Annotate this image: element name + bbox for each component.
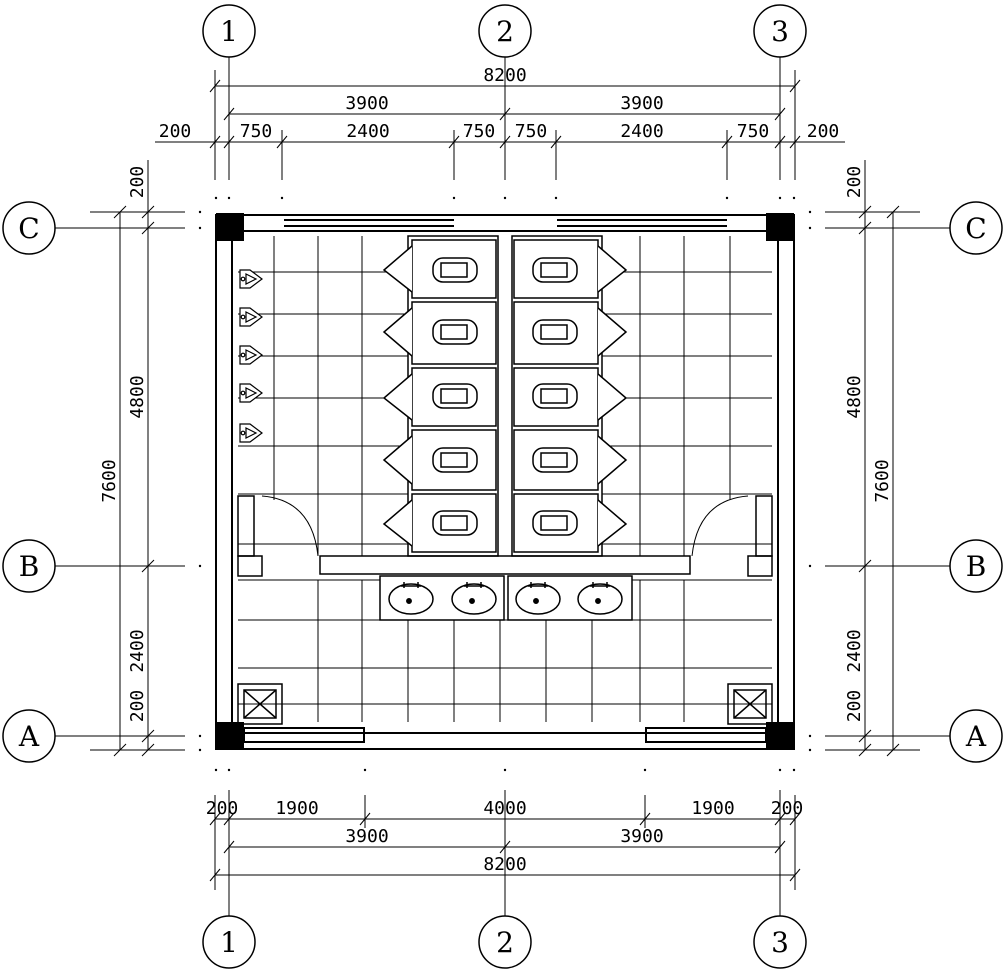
axis-label: C [965,212,986,245]
floor-tile-grid [238,236,772,722]
urinal [239,307,263,327]
squat-toilet [432,319,478,345]
wash-basin-counter [379,575,633,621]
squat-toilet [432,447,478,473]
urinal [239,269,263,289]
axis-label: B [966,550,987,583]
dim-bottom-bay-2: 3900 [620,826,663,847]
axis-bubble-bottom-1: 1 [202,915,256,969]
dim-top-total: 8200 [483,65,526,86]
axis-label: 2 [496,15,514,48]
axis-label: A [965,720,987,753]
dim-left-detail: 200 [127,166,148,199]
dim-top-detail: 750 [515,121,548,142]
wash-basin [451,582,497,615]
dim-right-total: 7600 [872,459,893,502]
axis-label: 1 [220,15,238,48]
wash-basin [515,582,561,615]
stalls-left [382,235,499,557]
dim-right-detail: 200 [844,690,865,723]
dim-top-detail: 750 [737,121,770,142]
axis-bubble-top-3: 3 [753,4,807,58]
dim-bottom-total: 8200 [483,854,526,875]
column [766,213,794,241]
building-walls [215,214,795,750]
dim-left-total: 7600 [99,459,120,502]
bottom-dimensions [209,795,801,890]
dim-right-detail: 2400 [844,629,865,672]
squat-toilet [532,383,578,409]
column [216,213,244,241]
axis-bubble-bottom-2: 2 [478,915,532,969]
top-dimensions [155,70,845,180]
dim-left-detail: 200 [127,690,148,723]
squat-toilet [532,257,578,283]
dim-right-detail: 200 [844,166,865,199]
squat-toilet [432,510,478,536]
squat-toilet [432,257,478,283]
urinal [239,383,263,403]
structural-columns [216,213,794,750]
squat-toilet [432,383,478,409]
squat-toilet [532,447,578,473]
dim-top-detail: 750 [463,121,496,142]
axis-bubble-right-a: A [949,709,1003,763]
floor-drain-right [727,683,773,725]
partition-walls [237,495,773,577]
door-swing-right [691,495,749,557]
dim-top-detail: 200 [159,121,192,142]
dim-top-bay-2: 3900 [620,93,663,114]
wash-basin [388,582,434,615]
squat-toilets-left [432,257,478,536]
grid-tick-dots [198,196,812,772]
door-swing-left [261,495,319,557]
axis-bubble-left-c: C [2,201,56,255]
wash-basin [577,582,623,615]
squat-toilets-right [532,257,578,536]
dim-left-detail: 2400 [127,629,148,672]
dim-bottom-bay-1: 3900 [345,826,388,847]
axis-bubble-left-a: A [2,709,56,763]
axis-label: B [19,550,40,583]
column [766,722,794,750]
dim-right-detail: 4800 [844,375,865,418]
axis-bubble-bottom-3: 3 [753,915,807,969]
axis-bubble-right-c: C [949,201,1003,255]
dim-left-detail: 4800 [127,375,148,418]
urinal [239,423,263,443]
axis-bubble-top-2: 2 [478,4,532,58]
column [216,722,244,750]
dim-top-detail: 200 [807,121,840,142]
squat-toilet [532,510,578,536]
right-dimensions [825,160,920,757]
axis-leaders [55,57,950,916]
dim-top-detail: 750 [240,121,273,142]
axis-label: 2 [496,926,514,959]
dim-top-bay-1: 3900 [345,93,388,114]
axis-label: 3 [771,15,789,48]
urinal [239,345,263,365]
axis-label: C [18,212,39,245]
dim-top-detail: 2400 [346,121,389,142]
axis-label: A [18,720,40,753]
dim-bottom-detail: 1900 [691,798,734,819]
dim-bottom-detail: 1900 [275,798,318,819]
axis-bubble-right-b: B [949,539,1003,593]
dim-bottom-detail: 200 [206,798,239,819]
dim-top-detail: 2400 [620,121,663,142]
axis-label: 1 [220,926,238,959]
floor-drain-left [237,683,283,725]
dim-bottom-detail: 4000 [483,798,526,819]
axis-label: 3 [771,926,789,959]
axis-bubble-left-b: B [2,539,56,593]
axis-bubble-top-1: 1 [202,4,256,58]
urinals [239,269,263,443]
left-dimensions [90,160,185,757]
dim-bottom-detail: 200 [771,798,804,819]
squat-toilet [532,319,578,345]
